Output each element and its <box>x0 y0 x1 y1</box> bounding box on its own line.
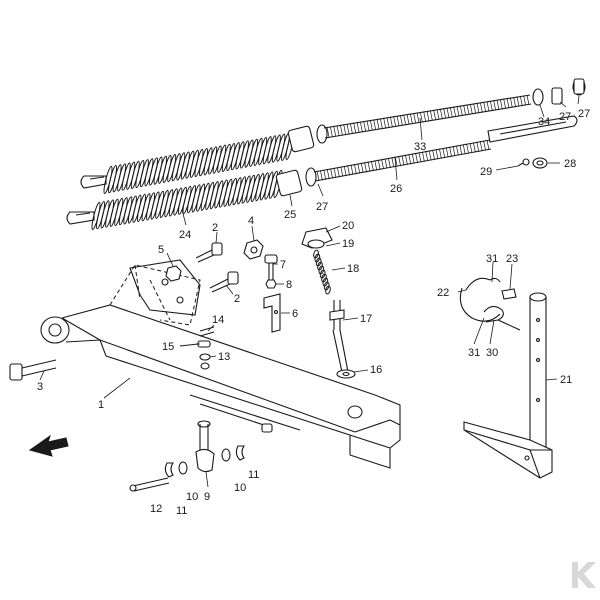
label-part-14: 14 <box>212 314 224 326</box>
label-part-23: 23 <box>506 253 518 265</box>
brand-logo-mark <box>572 562 596 588</box>
label-part-27a: 27 <box>316 201 328 213</box>
label-part-5: 5 <box>158 244 164 256</box>
label-part-30: 30 <box>486 347 498 359</box>
label-part-27c: 27 <box>578 108 590 120</box>
label-part-12: 12 <box>150 503 162 515</box>
label-part-29: 29 <box>480 166 492 178</box>
label-part-6: 6 <box>292 308 298 320</box>
label-part-22: 22 <box>437 287 449 299</box>
label-part-31a: 31 <box>486 253 498 265</box>
vertical-spring-stack <box>301 227 356 379</box>
label-part-11b: 11 <box>248 469 259 481</box>
label-part-20: 20 <box>342 220 354 232</box>
lower-spring-assembly <box>66 115 578 231</box>
label-part-7: 7 <box>280 259 286 271</box>
label-part-4: 4 <box>248 215 254 227</box>
label-part-3: 3 <box>37 381 43 393</box>
label-part-10b: 10 <box>234 482 246 494</box>
label-part-2b: 2 <box>234 293 240 305</box>
label-part-24: 24 <box>179 229 191 241</box>
label-part-27b: 27 <box>559 111 571 123</box>
pivot-pin-assembly <box>129 420 246 492</box>
main-frame-arm <box>9 259 401 469</box>
lower-spring <box>91 169 283 231</box>
label-part-34: 34 <box>538 116 550 128</box>
label-part-2a: 2 <box>212 222 218 234</box>
label-part-8: 8 <box>286 279 292 291</box>
label-part-15: 15 <box>162 341 174 353</box>
upper-spring-assembly <box>80 78 586 195</box>
angle-bracket-parts <box>263 254 281 333</box>
label-part-11a: 11 <box>176 505 187 517</box>
label-part-31b: 31 <box>468 347 480 359</box>
part-labels: 1 2 2 3 4 5 6 7 8 9 10 10 11 11 12 13 14… <box>37 108 590 517</box>
support-stand <box>459 277 553 479</box>
label-part-33: 33 <box>414 141 426 153</box>
bracket-bolts <box>165 239 264 293</box>
label-part-16: 16 <box>370 364 382 376</box>
label-part-18: 18 <box>347 263 359 275</box>
label-part-9: 9 <box>204 491 210 503</box>
pin-set-13-15 <box>179 326 215 370</box>
lower-rod-thread <box>316 139 490 182</box>
label-part-25: 25 <box>284 209 296 221</box>
label-part-17: 17 <box>360 313 372 325</box>
label-part-26: 26 <box>390 183 402 195</box>
label-part-21: 21 <box>560 374 572 386</box>
upper-spring <box>103 131 295 195</box>
upper-rod-thread <box>326 94 530 138</box>
label-part-28: 28 <box>564 158 576 170</box>
label-part-19: 19 <box>342 238 354 250</box>
label-part-13: 13 <box>218 351 230 363</box>
direction-arrow <box>28 434 69 457</box>
label-part-10a: 10 <box>186 491 198 503</box>
label-part-1: 1 <box>98 399 104 411</box>
leader-lines <box>39 95 580 488</box>
